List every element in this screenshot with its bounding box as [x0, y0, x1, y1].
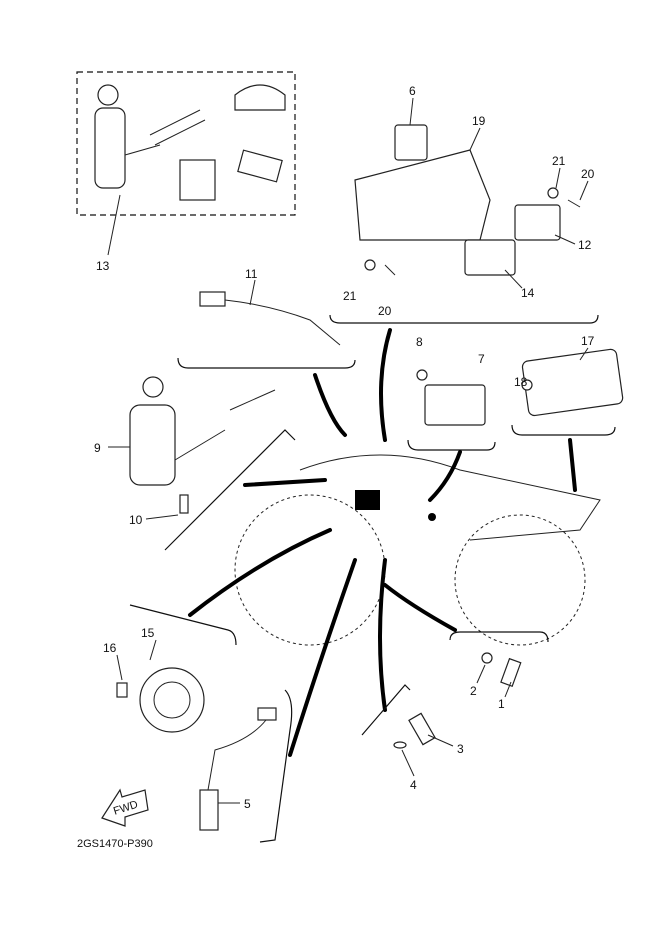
panel-border: [329, 314, 599, 324]
callout-7: 7: [478, 352, 485, 366]
callout-5: 5: [244, 797, 251, 811]
callout-9: 9: [94, 441, 101, 455]
reflector: [521, 348, 624, 417]
callout-14: 14: [521, 286, 535, 300]
callout-21: 21: [552, 154, 566, 168]
callout-8: 8: [416, 335, 423, 349]
callout-19: 19: [472, 114, 486, 128]
callout-18: 18: [514, 375, 528, 389]
starter-relay: [416, 369, 486, 426]
sensor-lead: [199, 291, 341, 346]
callout-12: 12: [578, 238, 592, 252]
leader-lines: [188, 328, 577, 757]
main-switch-kit: [94, 84, 286, 201]
callout-6: 6: [409, 84, 416, 98]
main-switch: [129, 376, 276, 514]
motorcycle-outline: [234, 454, 601, 646]
callout-21: 21: [343, 289, 357, 303]
callout-3: 3: [457, 742, 464, 756]
fwd-arrow: FWD: [101, 788, 149, 827]
callout-13: 13: [96, 259, 110, 273]
o2-sensor: [199, 707, 277, 831]
callout-2: 2: [470, 684, 477, 698]
callout-1: 1: [498, 697, 505, 711]
callout-4: 4: [410, 778, 417, 792]
horn: [116, 667, 205, 733]
temp-sensors: [393, 652, 522, 749]
callout-15: 15: [141, 626, 155, 640]
callout-16: 16: [103, 641, 117, 655]
callout-17: 17: [581, 334, 595, 348]
callout-11: 11: [245, 267, 258, 281]
kit-frame: [76, 71, 296, 216]
callout-20: 20: [581, 167, 595, 181]
relay-bracket-assembly: [354, 124, 581, 276]
drawing-code: 2GS1470-P390: [77, 838, 153, 850]
callout-20: 20: [378, 304, 392, 318]
callout-10: 10: [129, 513, 143, 527]
